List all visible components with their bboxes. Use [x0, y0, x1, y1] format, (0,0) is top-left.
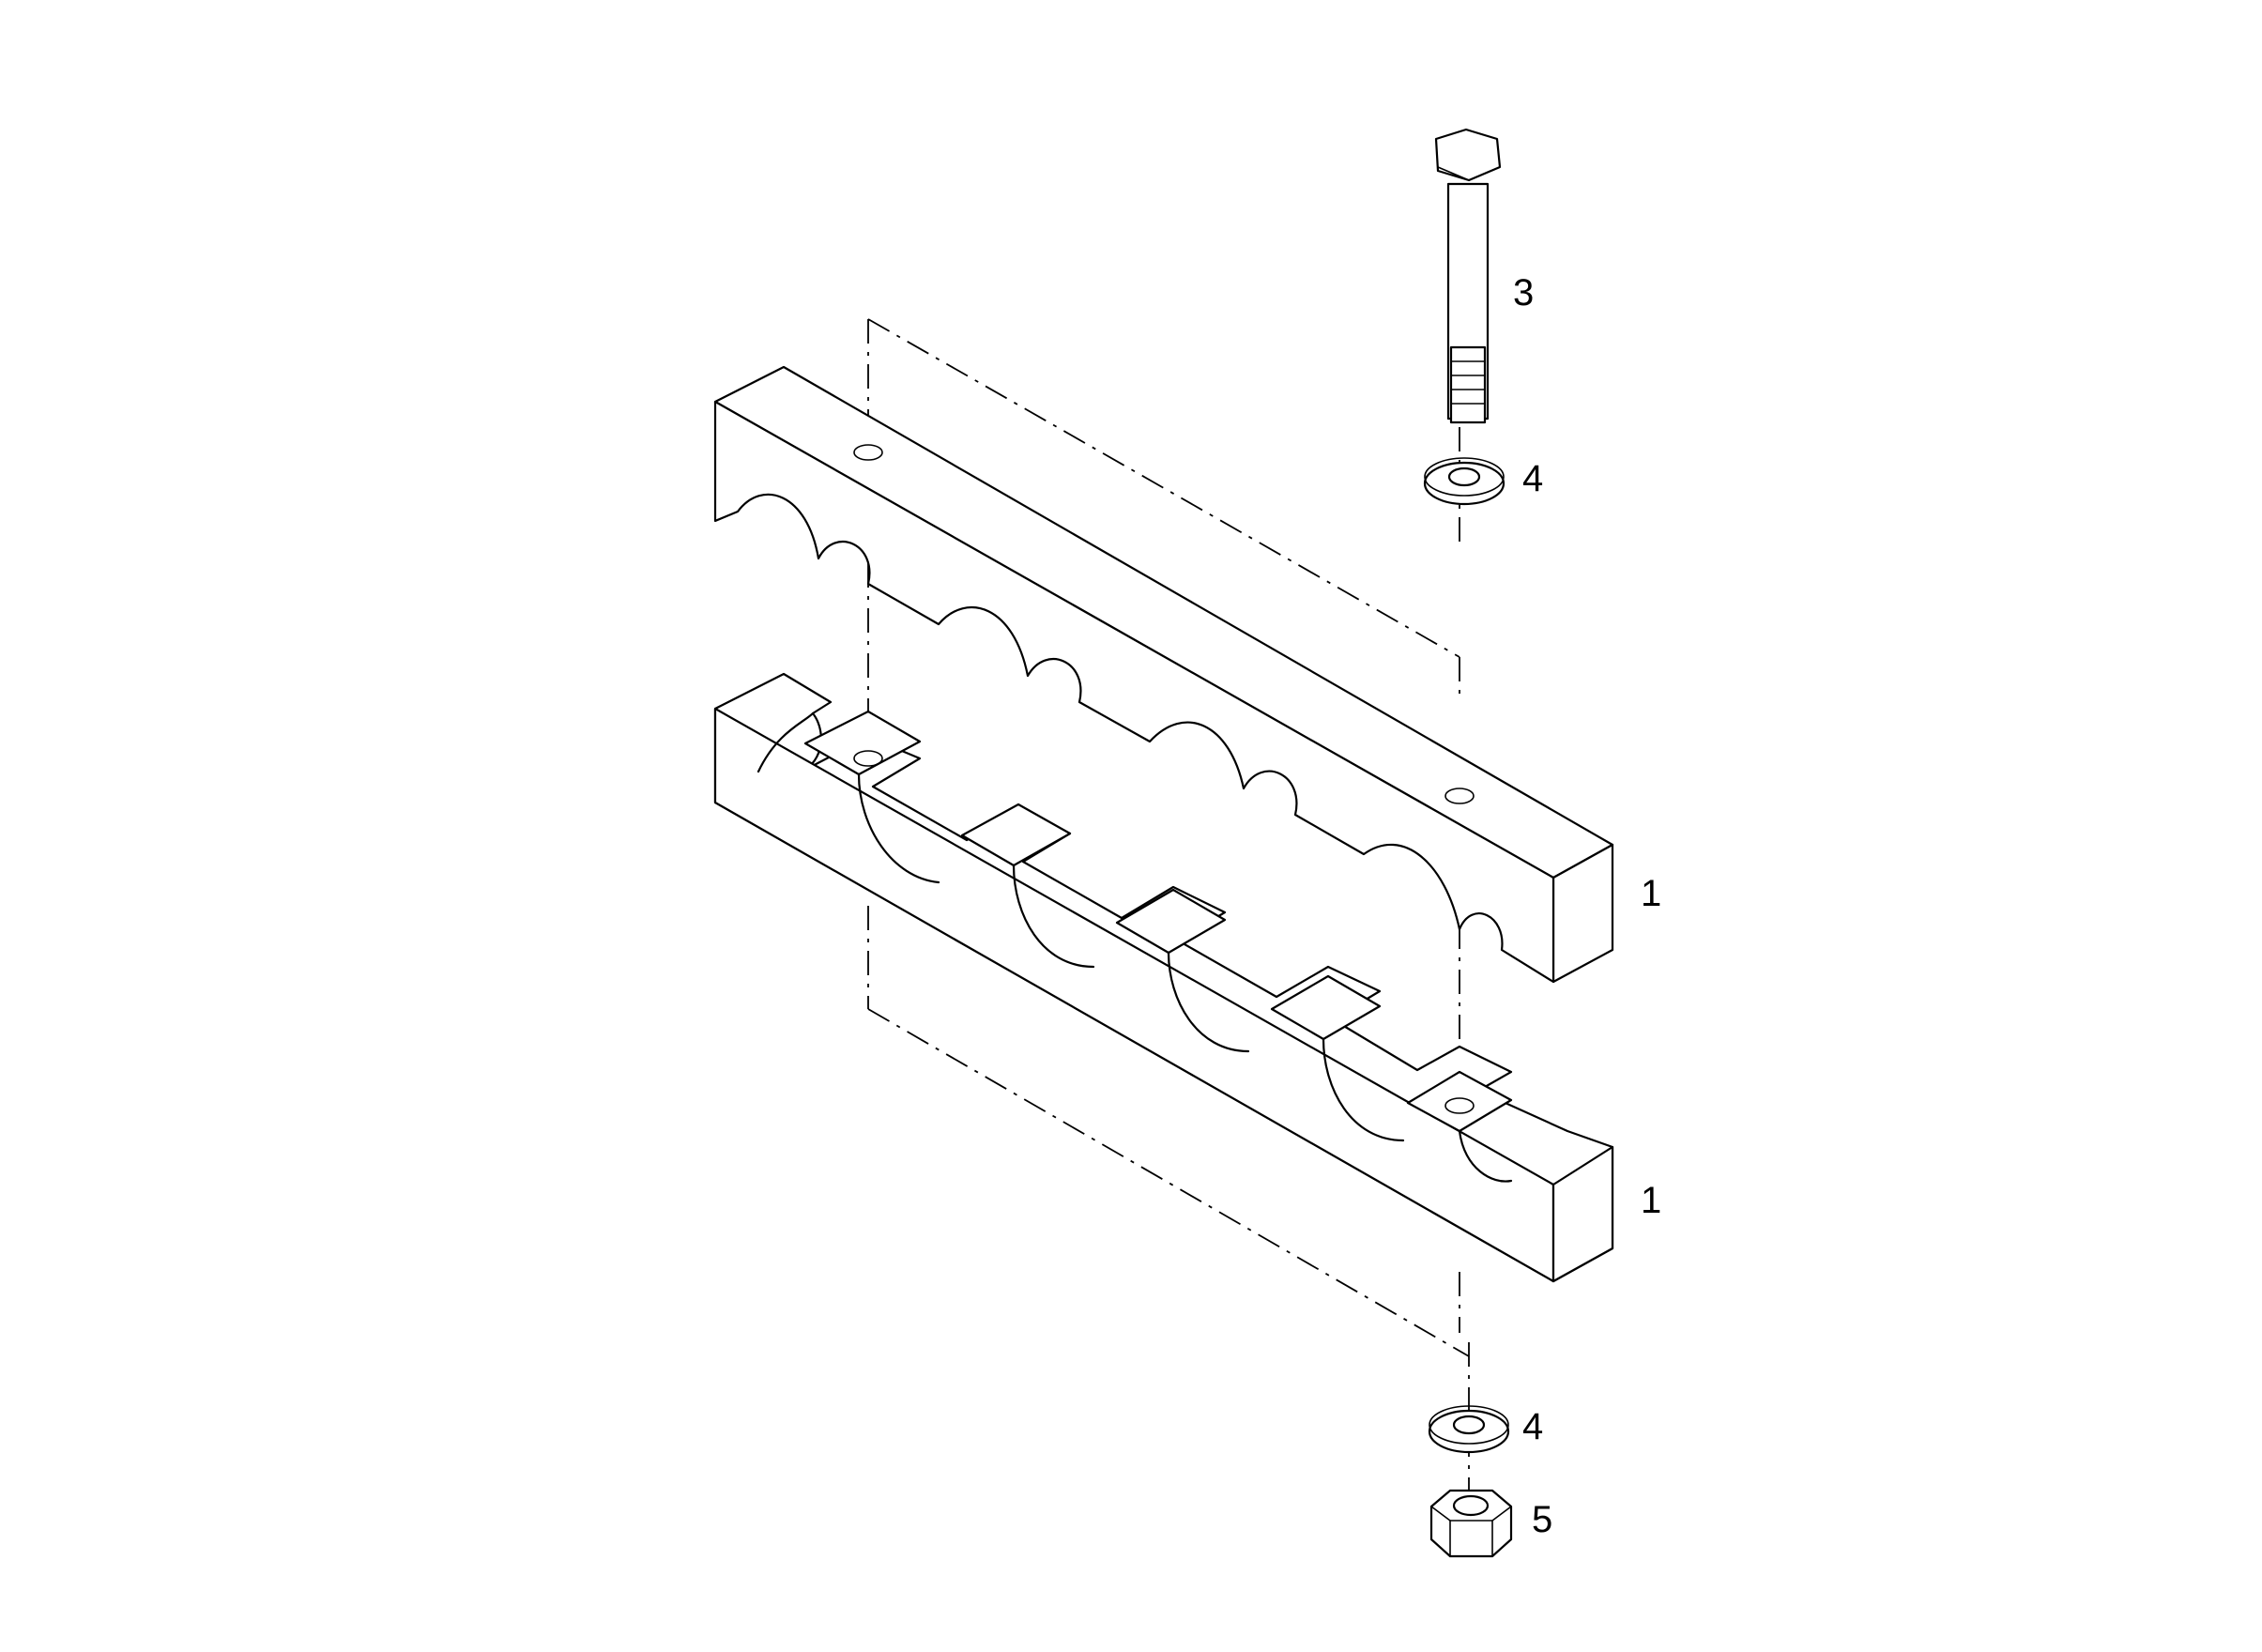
upper-washer: [1423, 457, 1505, 506]
callout-bolt: 3: [1513, 272, 1534, 314]
nut: [1429, 1489, 1513, 1558]
callout-lower-washer: 4: [1522, 1406, 1543, 1447]
callout-nut: 5: [1532, 1499, 1552, 1540]
bolt: [1434, 128, 1502, 424]
callout-upper-clamp-half: 1: [1641, 873, 1661, 914]
callout-lower-clamp-half: 1: [1641, 1180, 1661, 1221]
callout-upper-washer: 4: [1522, 458, 1543, 499]
lower-clamp-half: [713, 672, 1614, 1283]
lower-washer: [1428, 1405, 1510, 1454]
upper-clamp-half: [713, 365, 1614, 984]
callouts: 1 1 3 4 4 5: [1513, 272, 1661, 1540]
